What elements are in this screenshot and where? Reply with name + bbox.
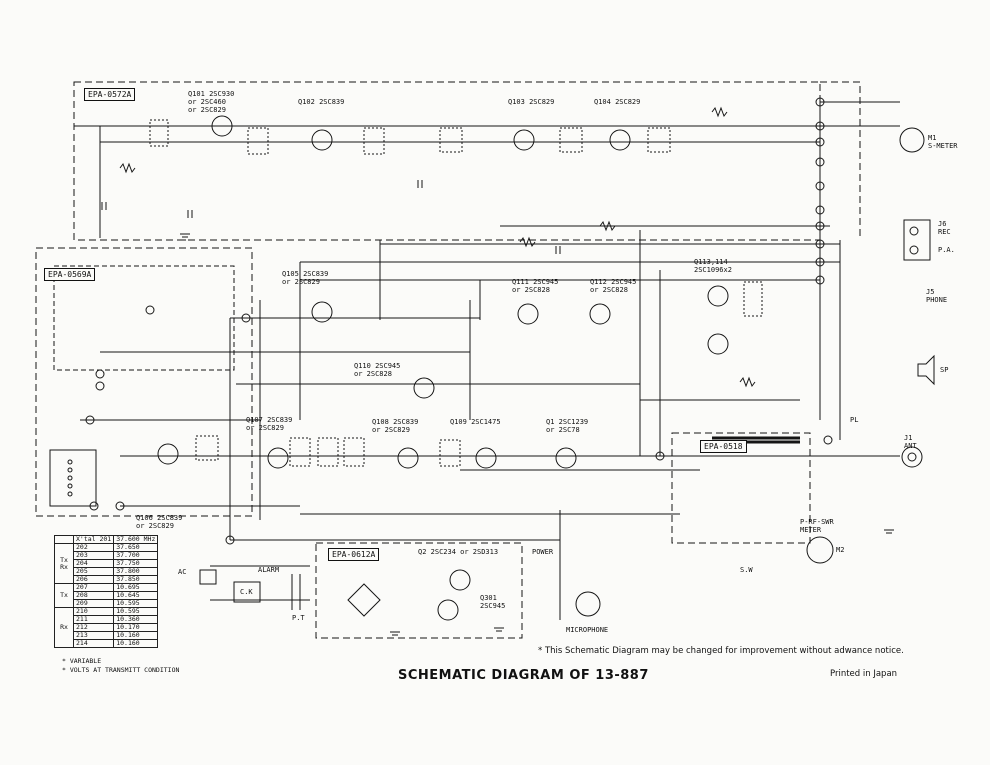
- transistor-label: Q301 2SC945: [480, 594, 506, 610]
- table-cell: 10.160: [113, 639, 159, 648]
- swr-meter-label: P-RF-SWR METER: [800, 518, 834, 534]
- microphone-label: MICROPHONE: [566, 626, 609, 634]
- footnote-volts: * VOLTS AT TRANSMITT CONDITION: [62, 666, 180, 674]
- pilot-lamp-label: PL: [850, 416, 859, 424]
- pa-jack-label: P.A.: [938, 246, 955, 254]
- transistor-label: Q113,114 2SC1096x2: [694, 258, 732, 274]
- transistor-label: Q101 2SC930 or 2SC460 or 2SC829: [188, 90, 235, 114]
- alarm-label: ALARM: [258, 566, 280, 574]
- speaker-label: SP: [940, 366, 949, 374]
- transistor-label: Q104 2SC829: [594, 98, 641, 106]
- phone-jack-label: J5 PHONE: [926, 288, 948, 304]
- ck-label: C.K: [240, 588, 253, 596]
- power-transformer-label: P.T: [292, 614, 305, 622]
- board-label-epa0572: EPA-0572A: [84, 88, 136, 101]
- transistor-label: Q108 2SC839 or 2SC829: [372, 418, 419, 434]
- table-group-cell: Tx: [54, 583, 74, 608]
- transistor-label: Q105 2SC839 or 2SC829: [282, 270, 329, 286]
- transistor-label: Q109 2SC1475: [450, 418, 501, 426]
- transistor-label: Q2 2SC234 or 2SD313: [418, 548, 499, 556]
- antenna-jack-label: J1 ANT: [904, 434, 917, 450]
- table-cell: 214: [72, 639, 115, 648]
- transistor-label: Q1 2SC1239 or 2SC78: [546, 418, 589, 434]
- switch-label: S.W: [740, 566, 753, 574]
- board-label-epa0612: EPA-0612A: [328, 548, 380, 561]
- rec-jack-label: J6 REC: [938, 220, 951, 236]
- transistor-label: Q112 2SC945 or 2SC828: [590, 278, 637, 294]
- table-group-cell: Tx Rx: [54, 543, 74, 584]
- page-title: SCHEMATIC DIAGRAM OF 13-887: [398, 668, 649, 683]
- meter-m2-label: M2: [836, 546, 845, 554]
- change-notice: * This Schematic Diagram may be changed …: [538, 646, 904, 656]
- transistor-label: Q102 2SC839: [298, 98, 345, 106]
- board-label-epa0569: EPA-0569A: [44, 268, 96, 281]
- transistor-label: Q107 2SC839 or 2SC829: [246, 416, 293, 432]
- board-label-epa0518: EPA-0518: [700, 440, 747, 453]
- table-cell: [54, 535, 74, 544]
- ac-input-label: AC: [178, 568, 187, 576]
- power-label: POWER: [532, 548, 554, 556]
- printed-in-label: Printed in Japan: [830, 669, 898, 679]
- transistor-label: Q111 2SC945 or 2SC828: [512, 278, 559, 294]
- transistor-label: Q103 2SC829: [508, 98, 555, 106]
- table-group-cell: Rx: [54, 607, 74, 648]
- s-meter-label: M1 S-METER: [928, 134, 958, 150]
- transistor-label: Q106 2SC839 or 2SC829: [136, 514, 183, 530]
- footnote-variable: * VARIABLE: [62, 657, 102, 665]
- transistor-label: Q110 2SC945 or 2SC828: [354, 362, 401, 378]
